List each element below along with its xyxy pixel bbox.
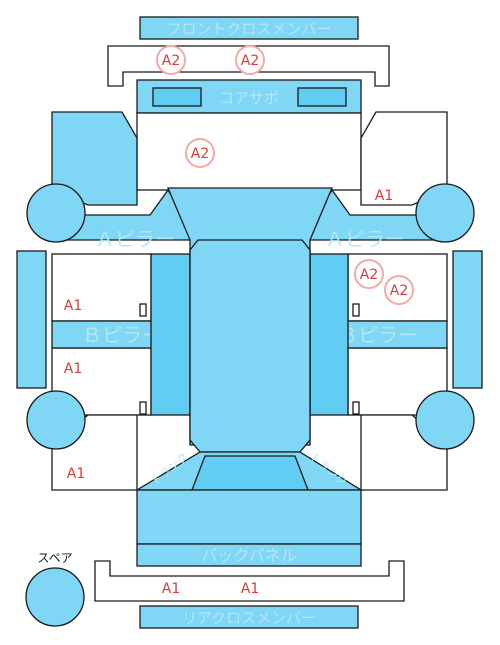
- right-front-door-handle: [352, 303, 360, 317]
- core-support-left-slot: [152, 87, 202, 107]
- front-right-wheel[interactable]: [415, 183, 475, 243]
- back-panel[interactable]: バックパネル: [136, 489, 362, 567]
- left-front-door-handle: [139, 303, 147, 317]
- damage-mark[interactable]: A2: [156, 45, 186, 75]
- left-inner-rail: [150, 253, 191, 416]
- svg-text:A2: A2: [162, 53, 180, 69]
- core-support-right-slot: [297, 87, 347, 107]
- front-left-wheel[interactable]: [26, 183, 86, 243]
- a-pillar-left[interactable]: Ａピラー: [51, 188, 200, 251]
- b-pillar-right-label: Ｂピラー: [338, 323, 418, 347]
- damage-mark[interactable]: A1: [162, 581, 180, 597]
- core-support[interactable]: コアサポ: [136, 79, 362, 114]
- damage-mark[interactable]: A1: [375, 188, 393, 204]
- rear-cross-member-label: リアクロスメンバー: [182, 609, 316, 627]
- a-pillar-right[interactable]: Ａピラー: [300, 188, 448, 251]
- back-panel-label: バックパネル: [201, 546, 296, 565]
- left-front-door[interactable]: [51, 253, 152, 322]
- rear-bracket: [94, 560, 405, 602]
- svg-text:A2: A2: [360, 267, 378, 283]
- rear-right-wheel[interactable]: [415, 390, 475, 450]
- a-pillar-left-label: Ａピラー: [95, 227, 175, 251]
- damage-mark[interactable]: A2: [185, 138, 215, 168]
- svg-text:A2: A2: [241, 53, 259, 69]
- damage-mark[interactable]: A1: [64, 361, 82, 377]
- damage-mark[interactable]: A1: [241, 581, 259, 597]
- core-support-label: コアサポ: [219, 89, 279, 107]
- front-cross-member-label: フロントクロスメンバー: [166, 20, 331, 38]
- right-rear-door-handle: [352, 401, 360, 415]
- trunk[interactable]: トランク トランク: [134, 450, 364, 491]
- roof[interactable]: [167, 187, 333, 453]
- spare-tire[interactable]: スペア: [25, 551, 85, 627]
- damage-mark[interactable]: A1: [64, 298, 82, 314]
- b-pillar-left-label: Ｂピラー: [82, 323, 162, 347]
- svg-text:A2: A2: [191, 146, 209, 162]
- damage-mark[interactable]: A2: [235, 45, 265, 75]
- right-inner-rail: [309, 253, 349, 416]
- svg-text:A2: A2: [390, 283, 408, 299]
- engine-bay: [136, 112, 362, 191]
- right-side-panel[interactable]: [452, 250, 483, 389]
- damage-mark[interactable]: A2: [384, 275, 414, 305]
- front-cross-member[interactable]: フロントクロスメンバー: [139, 16, 359, 40]
- damage-mark[interactable]: A1: [67, 466, 85, 482]
- spare-wheel[interactable]: [25, 567, 85, 627]
- a-pillar-right-label: Ａピラー: [325, 227, 405, 251]
- spare-label: スペア: [37, 551, 72, 565]
- front-bracket: [107, 45, 390, 87]
- left-side-panel[interactable]: [16, 250, 47, 389]
- left-rear-door-handle: [139, 401, 147, 415]
- front-right-fender[interactable]: [360, 111, 448, 206]
- damage-mark[interactable]: A2: [354, 259, 384, 289]
- rear-cross-member[interactable]: リアクロスメンバー: [139, 605, 359, 629]
- rear-left-wheel[interactable]: [26, 390, 86, 450]
